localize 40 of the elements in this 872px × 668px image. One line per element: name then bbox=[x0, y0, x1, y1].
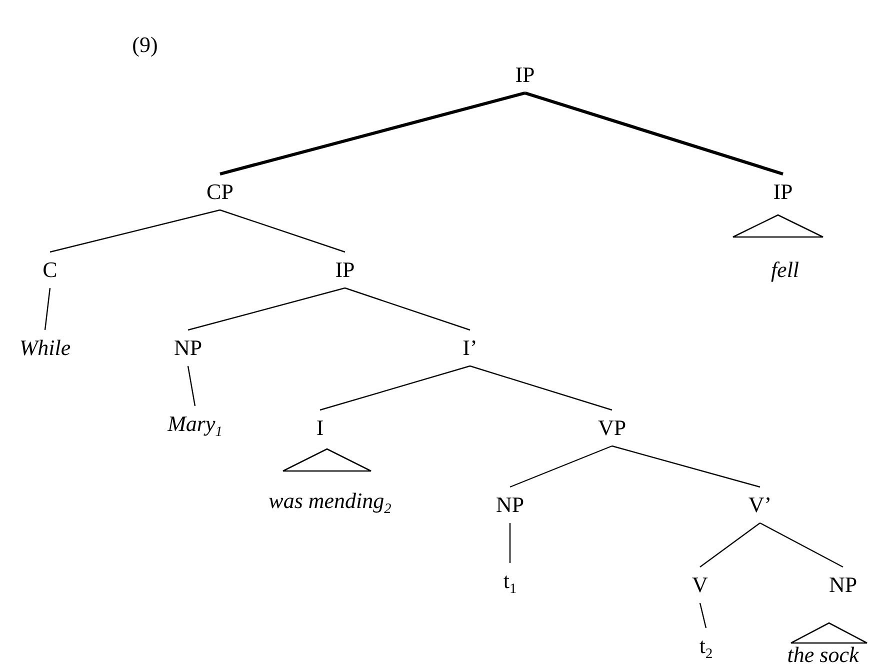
tree-label: NP bbox=[174, 330, 202, 366]
tree-branch bbox=[344, 287, 470, 331]
tree-branch bbox=[699, 602, 707, 628]
tree-branch bbox=[220, 209, 346, 253]
tree-label: C bbox=[42, 252, 58, 288]
tree-label: IP bbox=[335, 252, 355, 288]
example-number: (9) bbox=[132, 32, 158, 58]
tree-label: the sock bbox=[787, 637, 859, 668]
tree-branch bbox=[44, 288, 51, 330]
tree-branch bbox=[220, 91, 526, 176]
tree-label: V’ bbox=[748, 487, 772, 523]
tree-branch bbox=[187, 366, 196, 406]
tree-label: Mary$_{1}$ bbox=[168, 406, 222, 450]
triangle-shape bbox=[790, 620, 868, 646]
tree-label: While bbox=[19, 330, 71, 366]
tree-label: V bbox=[692, 567, 708, 603]
tree-label: NP bbox=[496, 487, 524, 523]
tree-branch bbox=[510, 445, 612, 488]
tree-label: VP bbox=[598, 410, 626, 446]
tree-branch bbox=[320, 365, 470, 411]
tree-branch bbox=[470, 365, 612, 411]
tree-label: I bbox=[316, 410, 324, 446]
triangle-shape bbox=[732, 212, 824, 240]
tree-label: NP bbox=[828, 567, 858, 603]
tree-label: was mending$_{2}$ bbox=[268, 482, 392, 528]
tree-branch bbox=[188, 287, 346, 331]
tree-branch bbox=[524, 91, 784, 176]
tree-branch bbox=[612, 445, 760, 488]
tree-label: IP bbox=[773, 174, 793, 210]
tree-label: t$_{2}$ bbox=[699, 628, 713, 668]
tree-label: I’ bbox=[462, 330, 478, 366]
tree-branch bbox=[760, 522, 844, 568]
tree-label: IP bbox=[515, 57, 535, 93]
triangle-shape bbox=[282, 446, 372, 474]
tree-label: t$_{1}$ bbox=[503, 562, 517, 608]
tree-branch bbox=[700, 522, 760, 568]
tree-label: CP bbox=[206, 174, 234, 210]
tree-branch bbox=[50, 209, 220, 253]
tree-label: fell bbox=[770, 252, 800, 288]
tree-branch bbox=[509, 523, 511, 563]
